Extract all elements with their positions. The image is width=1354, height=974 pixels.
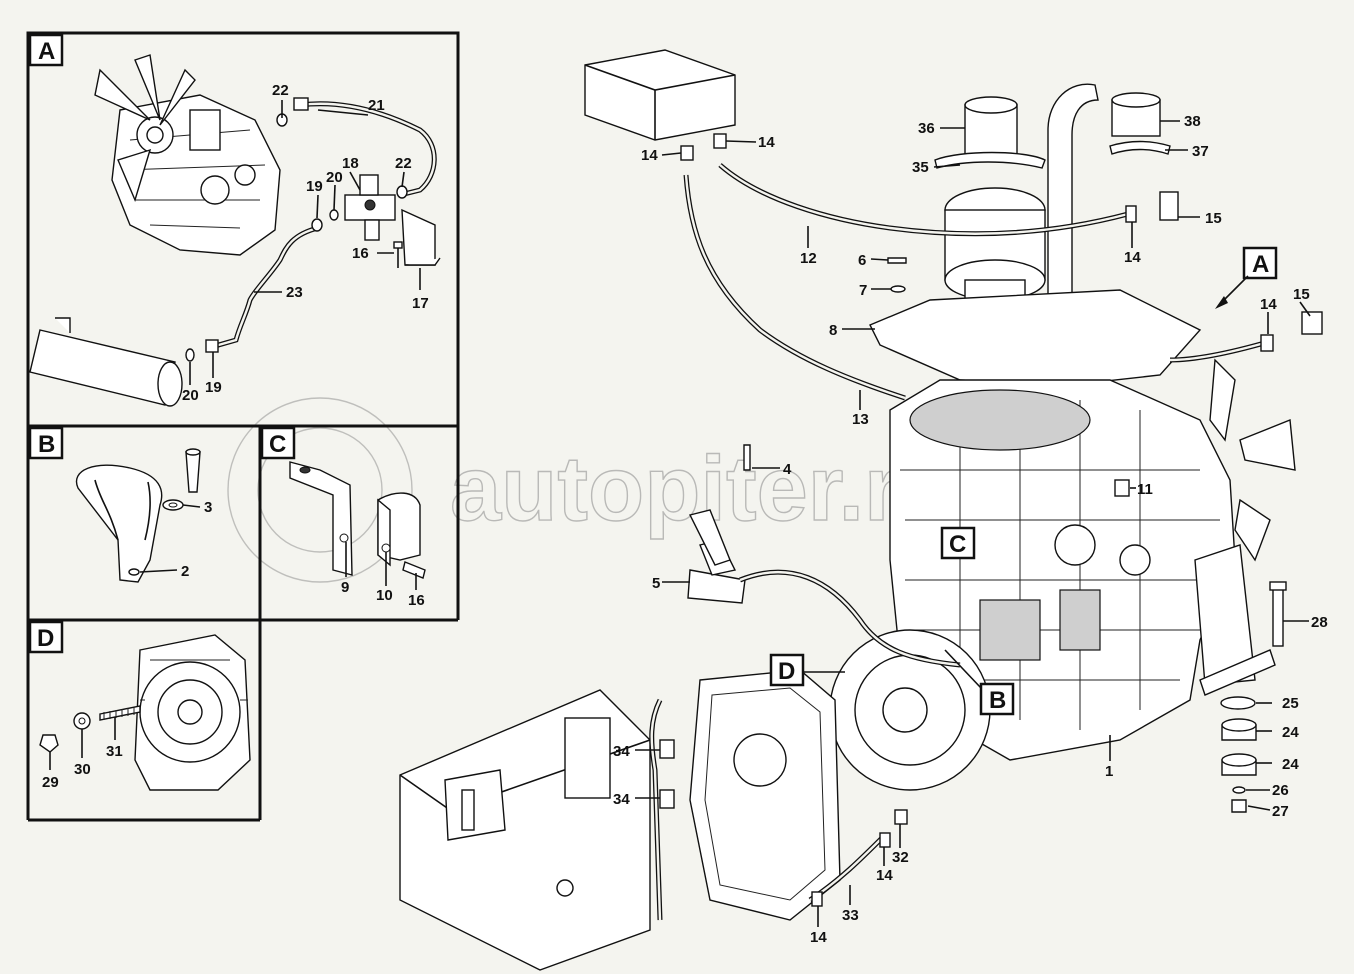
callout-1: 1	[1105, 763, 1113, 780]
callout-14: 14	[1260, 296, 1277, 313]
callout-34: 34	[613, 791, 630, 808]
callout-34: 34	[613, 743, 630, 760]
svg-text:B: B	[38, 431, 55, 458]
callout-33: 33	[842, 907, 859, 924]
svg-text:C: C	[269, 431, 286, 458]
callout-20: 20	[182, 387, 199, 404]
callout-22: 22	[272, 82, 289, 99]
svg-text:B: B	[989, 687, 1006, 714]
callout-23: 23	[286, 284, 303, 301]
callouts-inset-d: 29 30 31	[42, 743, 123, 791]
callouts-main: 14 14 36 35 38 37 15 12 14 6 7 8 14 15 1…	[613, 113, 1328, 946]
inset-c-drawing	[289, 461, 426, 579]
callout-24: 24	[1282, 756, 1299, 773]
inset-d-drawing	[39, 634, 251, 791]
callout-29: 29	[42, 774, 59, 791]
callout-15: 15	[1293, 286, 1310, 303]
callouts-inset-a: 22 21 18 22 19 20 16 17 23 20 19	[182, 82, 429, 404]
inset-a-drawing	[29, 54, 441, 407]
main-engine-drawing	[399, 49, 1323, 971]
main-tag-b: B	[944, 649, 1015, 716]
callout-19: 19	[306, 178, 323, 195]
inset-tag-d: D	[28, 620, 64, 654]
callout-16: 16	[408, 592, 425, 609]
callout-4: 4	[783, 461, 792, 478]
callout-15: 15	[1205, 210, 1222, 227]
callout-5: 5	[652, 575, 660, 592]
inset-tag-a: A	[28, 33, 64, 67]
callout-37: 37	[1192, 143, 1209, 160]
callout-2: 2	[181, 563, 189, 580]
inset-tag-c: C	[260, 426, 296, 460]
callout-27: 27	[1272, 803, 1289, 820]
svg-text:D: D	[37, 625, 54, 652]
callout-leaders	[49, 100, 1311, 927]
callout-6: 6	[858, 252, 866, 269]
callout-3: 3	[204, 499, 212, 516]
callout-14: 14	[641, 147, 658, 164]
callout-30: 30	[74, 761, 91, 778]
callout-13: 13	[852, 411, 869, 428]
callout-14: 14	[1124, 249, 1141, 266]
callout-24: 24	[1282, 724, 1299, 741]
callout-26: 26	[1272, 782, 1289, 799]
main-tag-a: A	[1215, 246, 1278, 309]
callout-10: 10	[376, 587, 393, 604]
callout-16: 16	[352, 245, 369, 262]
callout-14: 14	[758, 134, 775, 151]
callouts-inset-b: 3 2	[181, 499, 212, 580]
main-tag-d: D	[769, 653, 845, 687]
callout-9: 9	[341, 579, 349, 596]
callout-12: 12	[800, 250, 817, 267]
inset-tag-b: B	[28, 426, 64, 460]
svg-text:A: A	[38, 38, 55, 65]
callout-19: 19	[205, 379, 222, 396]
svg-text:D: D	[778, 658, 795, 685]
callout-7: 7	[859, 282, 867, 299]
callout-31: 31	[106, 743, 123, 760]
callout-8: 8	[829, 322, 837, 339]
svg-text:C: C	[949, 531, 966, 558]
inset-b-drawing	[75, 448, 201, 583]
callout-14: 14	[876, 867, 893, 884]
callout-11: 11	[1137, 481, 1153, 498]
callout-18: 18	[342, 155, 359, 172]
main-tag-c: C	[940, 526, 976, 560]
callout-25: 25	[1282, 695, 1299, 712]
inset-frames	[26, 31, 460, 822]
callout-28: 28	[1311, 614, 1328, 631]
svg-text:A: A	[1252, 251, 1269, 278]
callout-32: 32	[892, 849, 909, 866]
callout-38: 38	[1184, 113, 1201, 130]
callout-22: 22	[395, 155, 412, 172]
callout-36: 36	[918, 120, 935, 137]
callout-20: 20	[326, 169, 343, 186]
callout-17: 17	[412, 295, 429, 312]
callout-14: 14	[810, 929, 827, 946]
callout-35: 35	[912, 159, 929, 176]
callout-21: 21	[368, 97, 385, 114]
callouts-inset-c: 9 10 16	[341, 579, 425, 609]
